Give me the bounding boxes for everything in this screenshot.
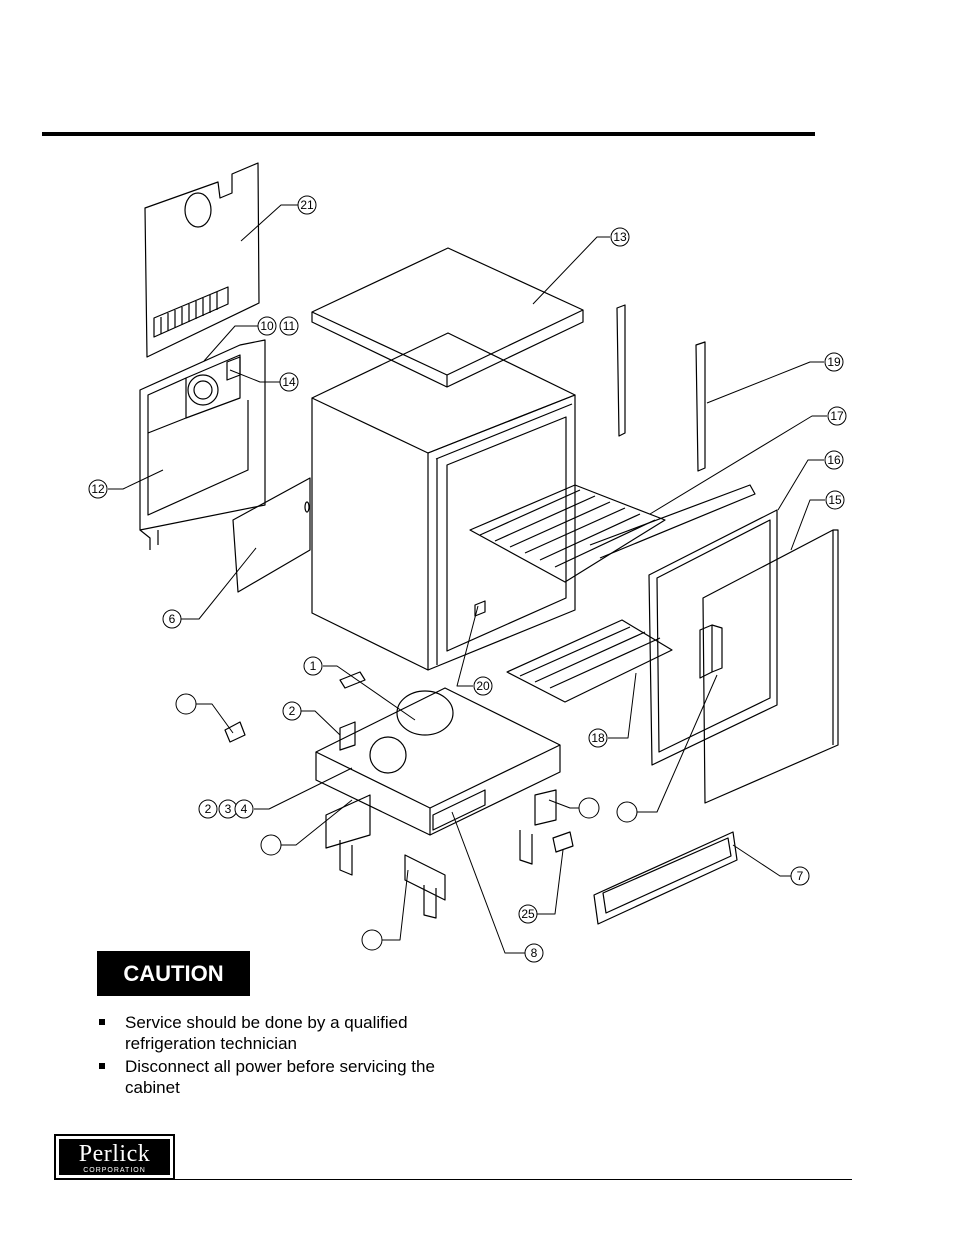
footer-rule [175,1179,852,1180]
caution-list: Service should be done by a qualified re… [98,1012,478,1100]
cabinet-door [699,529,839,804]
callout-circle [88,479,108,499]
callout-circle [824,352,844,372]
callout-label: 8 [531,946,538,960]
legs-and-brackets [325,789,557,919]
callout-label: 4 [241,802,248,816]
shelf-standards [616,304,706,472]
caution-item: Disconnect all power before servicing th… [98,1056,478,1098]
callout-label: 7 [797,869,804,883]
cabinet-body [311,332,576,671]
callout-circle [198,799,218,819]
callout-circle [260,834,282,856]
logo-plate: Perlick CORPORATION [59,1139,170,1175]
callout-label: 2 [205,802,212,816]
callout-circle [827,406,847,426]
callout-circle [616,801,638,823]
compressor-deck [315,687,561,836]
callout-circle [282,701,302,721]
callout-circle [790,866,810,886]
callout-label: 11 [283,319,296,333]
callout-label: 14 [282,375,296,389]
callout-circle [473,676,493,696]
callout-label: 15 [828,493,842,507]
callout-label: 21 [300,198,314,212]
callout-circle [234,799,254,819]
callout-label: 2 [289,704,296,718]
callout-circle [588,728,608,748]
callout-circle [361,929,383,951]
door-gasket [648,509,778,766]
callout-label: 3 [225,802,232,816]
kick-plate-grille [593,831,738,925]
callout-circle [578,797,600,819]
callout-label: 16 [827,453,841,467]
callout-label: 12 [91,482,105,496]
callout-circle [175,693,197,715]
callout-circle [524,943,544,963]
callout-circle [297,195,317,215]
perlick-logo: Perlick CORPORATION [54,1134,175,1180]
callout-label: 25 [521,907,535,921]
leader-lines [108,204,827,954]
small-parts [224,600,574,853]
callout-circle [824,450,844,470]
callout-circle [257,316,277,336]
callout-circle [825,490,845,510]
callout-label: 17 [830,409,844,423]
callout-circle [303,656,323,676]
upper-wire-shelf [469,484,756,583]
callout-label: 1 [310,659,317,673]
callout-label: 13 [613,230,627,244]
caution-label: CAUTION [123,960,224,986]
condensing-housing [139,339,266,550]
caution-badge: CAUTION [97,951,250,996]
callout-circle [610,227,630,247]
callout-label: 18 [591,731,605,745]
callout-circle [279,372,299,392]
rear-panel [144,162,260,358]
lower-wire-shelf [506,619,673,703]
logo-subtitle: CORPORATION [83,1167,146,1174]
callout-label: 19 [827,355,841,369]
callout-label: 6 [169,612,176,626]
caution-item: Service should be done by a qualified re… [98,1012,478,1054]
cabinet-top [311,247,584,388]
side-panel [232,477,311,593]
callout-circle [162,609,182,629]
logo-name: Perlick [78,1141,151,1167]
callout-label: 10 [260,319,274,333]
callout-circle [279,316,299,336]
callout-label: 20 [476,679,490,693]
callout-circle [518,904,538,924]
header-rule [42,132,815,136]
